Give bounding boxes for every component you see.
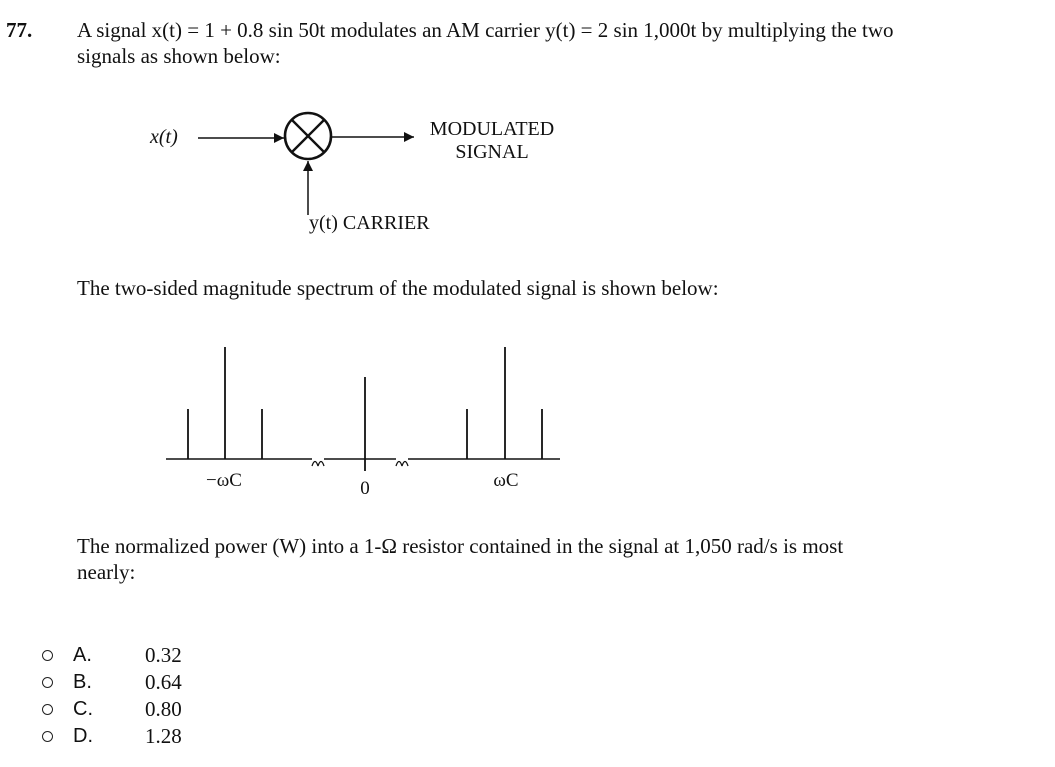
answer-choices: A. 0.32 B. 0.64 C. 0.80 D. 1.28 <box>42 642 182 750</box>
radio-circle-icon[interactable] <box>42 650 53 661</box>
choice-letter: B. <box>73 671 92 693</box>
spectrum-plot: −ωC 0 ωC <box>166 347 560 499</box>
axis-break-right <box>395 460 409 467</box>
choice-a[interactable]: A. 0.32 <box>42 642 182 669</box>
question-intro-line1: A signal x(t) = 1 + 0.8 sin 50t modulate… <box>77 18 894 42</box>
question-prompt: The normalized power (W) into a 1-Ω resi… <box>77 533 977 585</box>
radio-circle-icon[interactable] <box>42 677 53 688</box>
carrier-label: y(t) CARRIER <box>309 212 430 234</box>
multiplier-symbol <box>283 111 333 161</box>
spectrum-intro: The two-sided magnitude spectrum of the … <box>77 276 719 300</box>
choice-letter: A. <box>73 644 92 666</box>
choice-c[interactable]: C. 0.80 <box>42 696 182 723</box>
radio-circle-icon[interactable] <box>42 704 53 715</box>
pos-carrier-freq-label: ωC <box>493 470 518 491</box>
choice-d[interactable]: D. 1.28 <box>42 723 182 750</box>
input-label: x(t) <box>149 126 178 148</box>
output-label-line2: SIGNAL <box>455 141 528 163</box>
choice-value: 1.28 <box>145 724 182 748</box>
question-intro-line2: signals as shown below: <box>77 44 281 68</box>
choice-b[interactable]: B. 0.64 <box>42 669 182 696</box>
question-prompt-line2: nearly: <box>77 560 136 584</box>
axis-break-left <box>311 460 325 467</box>
choice-value: 0.64 <box>145 670 182 694</box>
choice-value: 0.32 <box>145 643 182 667</box>
question-prompt-line1: The normalized power (W) into a 1-Ω resi… <box>77 534 844 558</box>
block-diagram: x(t) MODULATED SIGNAL y(t) CARRIER <box>149 111 554 234</box>
choice-letter: D. <box>73 725 93 747</box>
zero-freq-label: 0 <box>360 478 370 499</box>
choice-value: 0.80 <box>145 697 182 721</box>
question-number: 77. <box>6 18 33 42</box>
neg-carrier-freq-label: −ωC <box>206 470 242 491</box>
output-label-line1: MODULATED <box>430 118 554 140</box>
question-intro: A signal x(t) = 1 + 0.8 sin 50t modulate… <box>77 17 1037 69</box>
choice-letter: C. <box>73 698 93 720</box>
radio-circle-icon[interactable] <box>42 731 53 742</box>
